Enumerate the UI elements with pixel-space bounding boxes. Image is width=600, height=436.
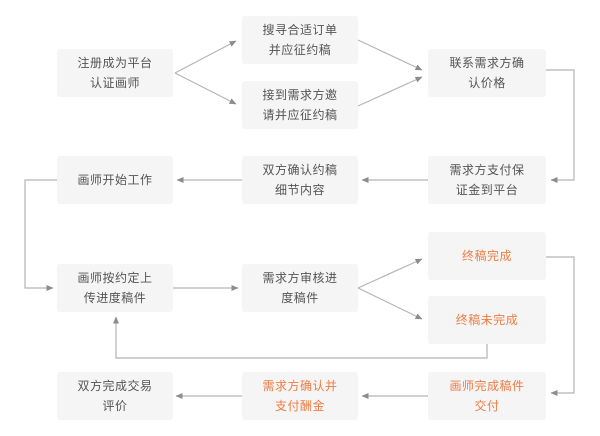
node-receive-invite: 接到需求方邀 请并应征约稿 [242, 81, 358, 129]
node-confirm-details: 双方确认约稿 细节内容 [242, 156, 358, 204]
edge-confirm-price-to-pay-deposit [546, 69, 575, 183]
node-final-not-done: 终稿未完成 [428, 296, 546, 344]
edge-final-done-to-deliver [546, 256, 575, 396]
edge-receive-invite-to-confirm-price [357, 76, 423, 107]
node-pay-deposit: 需求方支付保 证金到平台 [428, 156, 546, 204]
node-complete-review: 双方完成交易 评价 [57, 372, 173, 420]
node-final-done: 终稿完成 [428, 232, 546, 280]
edge-register-to-search-order [174, 40, 237, 74]
node-review-progress: 需求方审核进 度稿件 [242, 264, 358, 312]
edge-review-progress-to-final-done [357, 258, 423, 289]
node-start-work: 画师开始工作 [57, 156, 173, 204]
edge-search-order-to-confirm-price [357, 39, 423, 71]
edge-final-not-done-to-upload-progress [113, 316, 488, 359]
edge-review-progress-to-final-not-done [357, 287, 423, 320]
edge-start-work-to-upload-progress [24, 179, 57, 291]
node-register: 注册成为平台 认证画师 [57, 49, 173, 97]
node-deliver: 画师完成稿件 交付 [428, 372, 546, 420]
node-search-order: 搜寻合适订单 并应征约稿 [242, 16, 358, 64]
node-upload-progress: 画师按约定上 传进度稿件 [57, 264, 173, 312]
node-confirm-price: 联系需求方确 认价格 [428, 49, 546, 97]
node-confirm-pay: 需求方确认并 支付酬金 [242, 372, 358, 420]
edge-register-to-receive-invite [174, 72, 237, 105]
